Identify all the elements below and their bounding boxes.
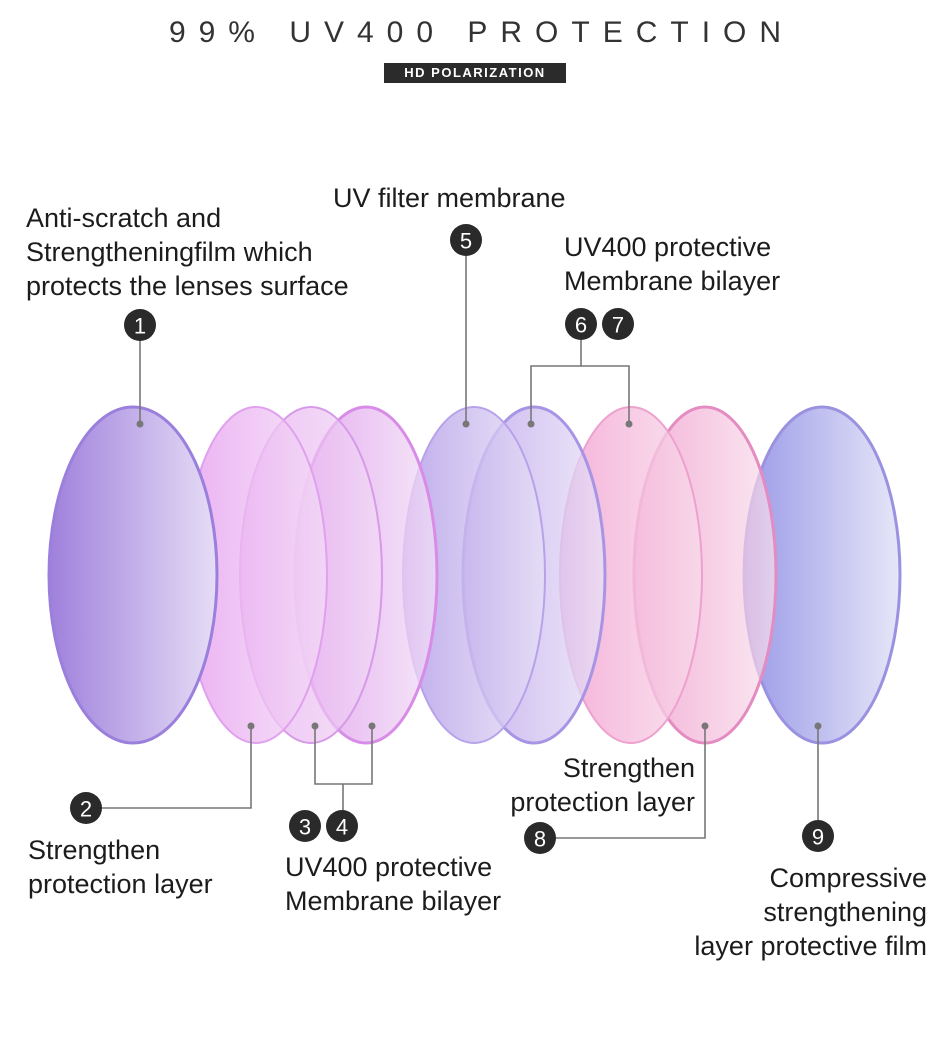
anchor-dot-9 bbox=[814, 722, 822, 730]
marker-6-number: 6 bbox=[575, 313, 587, 338]
anchor-dots bbox=[136, 420, 822, 730]
marker-2-number: 2 bbox=[80, 797, 92, 822]
label-layer-8: Strengthen protection layer bbox=[510, 753, 695, 817]
anchor-dot-5 bbox=[462, 420, 470, 428]
marker-7: 7 bbox=[602, 308, 634, 340]
hd-polarization-badge: HD POLARIZATION bbox=[384, 63, 566, 83]
marker-6: 6 bbox=[565, 308, 597, 340]
marker-8-number: 8 bbox=[534, 827, 546, 852]
connector-2 bbox=[100, 726, 252, 809]
marker-1: 1 bbox=[124, 309, 156, 341]
anchor-dot-7 bbox=[625, 420, 633, 428]
anchor-dot-4 bbox=[368, 722, 376, 730]
marker-4: 4 bbox=[326, 810, 358, 842]
anchor-dot-6 bbox=[527, 420, 535, 428]
marker-3-number: 3 bbox=[299, 815, 311, 840]
marker-1-number: 1 bbox=[134, 314, 146, 339]
number-markers: 1 5 6 7 2 3 4 8 bbox=[70, 224, 834, 854]
anchor-dot-1 bbox=[136, 420, 144, 428]
marker-9: 9 bbox=[802, 820, 834, 852]
marker-8: 8 bbox=[524, 822, 556, 854]
marker-2: 2 bbox=[70, 792, 102, 824]
connector-67 bbox=[530, 340, 582, 424]
lens-layer-1 bbox=[47, 405, 219, 745]
label-layer-1: Anti-scratch and Strengtheningfilm which… bbox=[26, 203, 349, 301]
label-layer-2: Strengthen protection layer bbox=[28, 835, 213, 899]
connector-lines bbox=[100, 256, 819, 839]
marker-5: 5 bbox=[450, 224, 482, 256]
anchor-dot-8 bbox=[701, 722, 709, 730]
anchor-dot-2 bbox=[247, 722, 255, 730]
label-layer-6-7: UV400 protective Membrane bilayer bbox=[564, 232, 781, 296]
connector-67b bbox=[581, 365, 630, 424]
label-layer-9: Compressive strengthening layer protecti… bbox=[694, 863, 927, 961]
page-title: 99% UV400 PROTECTION bbox=[168, 16, 795, 49]
connector-8 bbox=[553, 726, 706, 839]
label-layer-5: UV filter membrane bbox=[333, 183, 566, 213]
marker-9-number: 9 bbox=[812, 825, 824, 850]
marker-7-number: 7 bbox=[612, 313, 624, 338]
marker-4-number: 4 bbox=[336, 815, 348, 840]
marker-3: 3 bbox=[289, 810, 321, 842]
lens-layers bbox=[47, 405, 902, 745]
label-layer-3-4: UV400 protective Membrane bilayer bbox=[285, 852, 502, 916]
anchor-dot-3 bbox=[311, 722, 319, 730]
marker-5-number: 5 bbox=[460, 229, 472, 254]
